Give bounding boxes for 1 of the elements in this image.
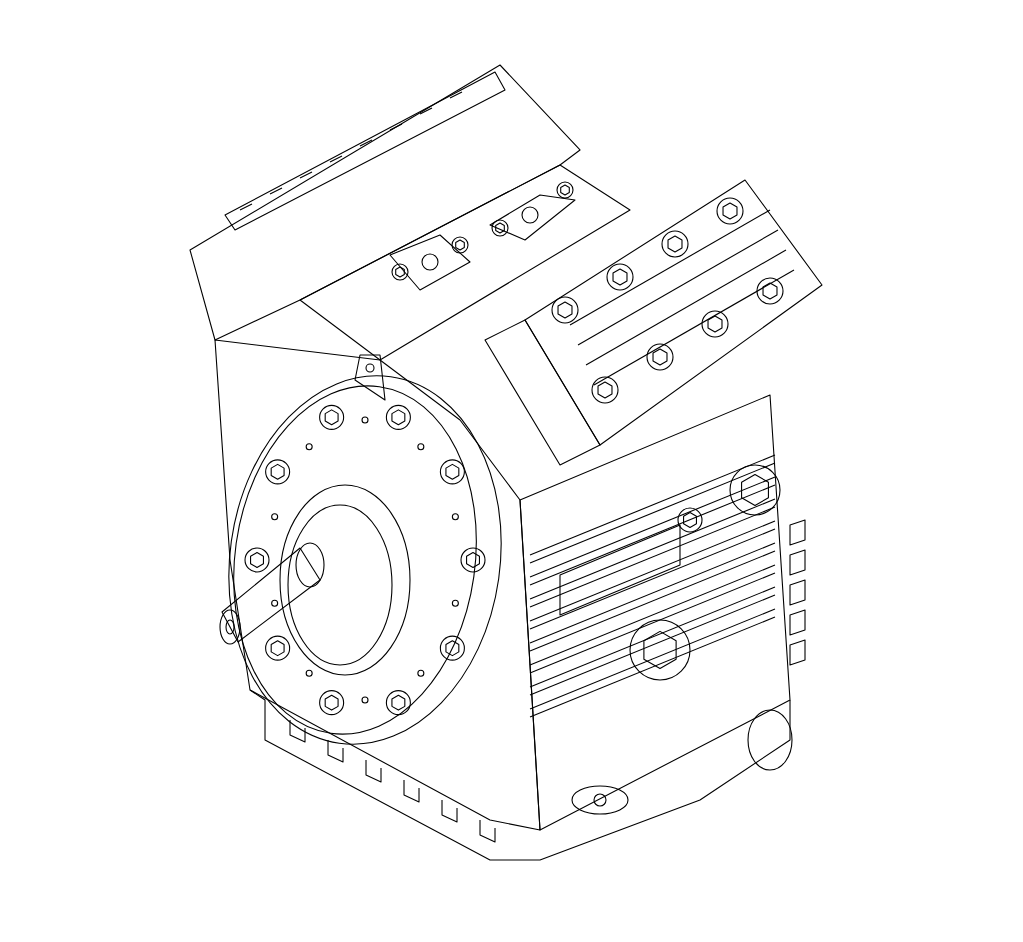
- compressor-drawing: [189, 64, 823, 861]
